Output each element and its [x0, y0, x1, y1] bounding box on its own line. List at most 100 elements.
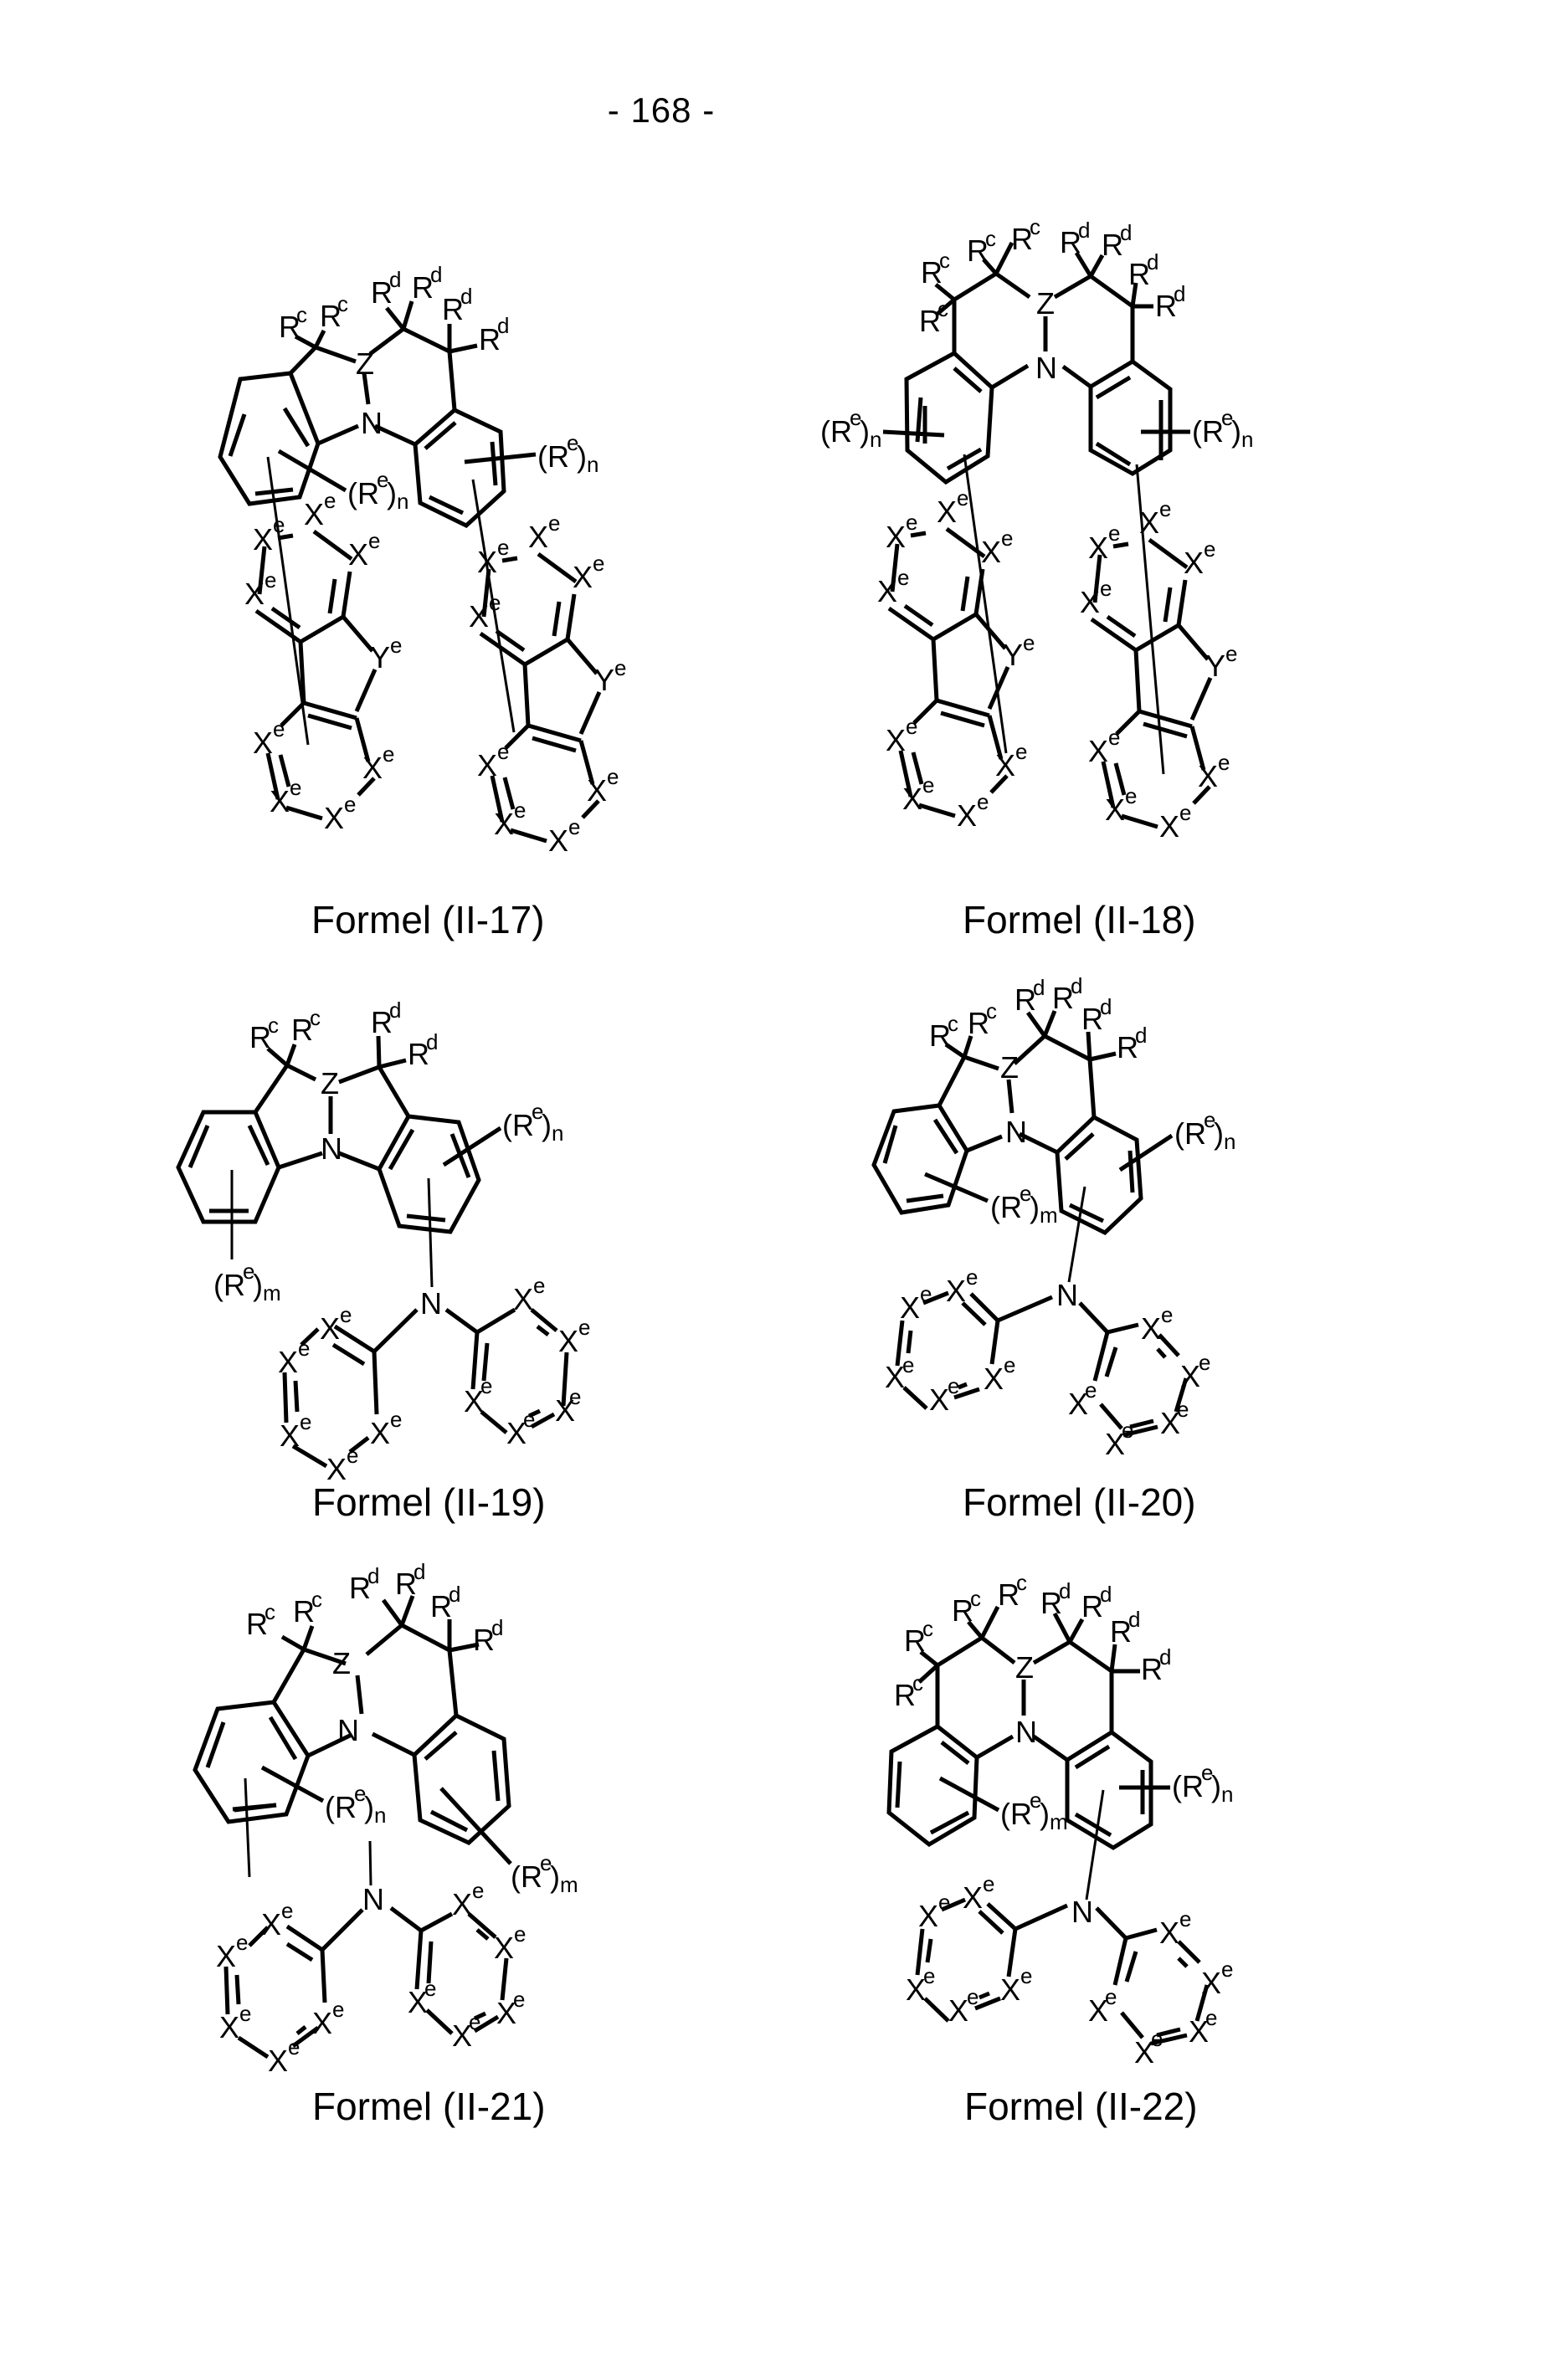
svg-text:d: d — [414, 1559, 425, 1584]
svg-text:X: X — [452, 1887, 472, 1921]
svg-text:(R: (R — [325, 1790, 357, 1824]
svg-text:X: X — [304, 497, 324, 531]
svg-text:R: R — [968, 1006, 989, 1040]
svg-text:X: X — [937, 495, 957, 529]
svg-text:m: m — [560, 1872, 578, 1897]
caption-ii-19: Formel (II-19) — [312, 1480, 546, 1524]
svg-text:e: e — [966, 1264, 978, 1290]
svg-text:X: X — [1105, 792, 1125, 827]
svg-text:R: R — [1060, 225, 1081, 259]
svg-text:X: X — [278, 1345, 298, 1379]
svg-text:e: e — [390, 1407, 402, 1432]
svg-text:e: e — [567, 430, 578, 455]
svg-text:e: e — [480, 1373, 492, 1398]
svg-text:e: e — [607, 764, 619, 789]
svg-text:X: X — [1160, 1406, 1180, 1440]
svg-text:): ) — [253, 1268, 263, 1302]
svg-text:): ) — [387, 476, 397, 510]
svg-text:(R: (R — [502, 1108, 534, 1142]
svg-text:X: X — [948, 1993, 968, 2028]
svg-text:e: e — [568, 814, 580, 839]
svg-text:(R: (R — [1192, 414, 1224, 449]
svg-text:e: e — [390, 633, 402, 658]
svg-text:c: c — [310, 1005, 321, 1030]
svg-text:X: X — [324, 801, 344, 835]
svg-text:R: R — [412, 270, 434, 305]
svg-text:X: X — [918, 1899, 938, 1933]
svg-text:R: R — [1014, 982, 1036, 1017]
svg-text:e: e — [1161, 1302, 1173, 1327]
svg-text:e: e — [1159, 496, 1171, 521]
svg-text:d: d — [426, 1029, 438, 1054]
svg-text:R: R — [473, 1623, 495, 1657]
svg-text:X: X — [219, 2010, 239, 2044]
svg-text:e: e — [1221, 1957, 1233, 1982]
svg-text:X: X — [244, 577, 265, 611]
svg-text:X: X — [1088, 734, 1108, 768]
svg-text:R: R — [293, 1594, 315, 1629]
svg-text:X: X — [1088, 531, 1108, 565]
svg-text:n: n — [1224, 1129, 1235, 1154]
svg-text:e: e — [1125, 783, 1137, 808]
svg-text:e: e — [1020, 1963, 1032, 1988]
svg-text:c: c — [268, 1013, 279, 1038]
svg-text:X: X — [1180, 1359, 1200, 1393]
svg-text:e: e — [1108, 725, 1120, 750]
svg-text:X: X — [902, 782, 922, 816]
svg-text:X: X — [906, 1972, 926, 2007]
caption-ii-17: Formel (II-17) — [311, 898, 545, 941]
svg-text:N: N — [1015, 1715, 1037, 1749]
svg-text:c: c — [337, 291, 348, 316]
svg-text:e: e — [967, 1984, 979, 2009]
svg-text:N: N — [362, 1882, 384, 1916]
svg-text:X: X — [1134, 2035, 1154, 2070]
svg-text:e: e — [902, 1352, 914, 1377]
svg-text:R: R — [904, 1623, 926, 1658]
svg-text:e: e — [533, 1273, 545, 1298]
svg-text:X: X — [1139, 505, 1159, 540]
svg-text:X: X — [326, 1452, 347, 1486]
svg-text:c: c — [1030, 214, 1040, 239]
svg-text:X: X — [469, 599, 489, 633]
svg-text:e: e — [983, 1871, 994, 1896]
svg-text:d: d — [430, 262, 442, 287]
svg-text:X: X — [494, 807, 514, 841]
svg-text:e: e — [523, 1407, 535, 1432]
chemical-structure-ii-18: (Re)n (Re)n Rc Rc Rc Rc Z N Rd Rd Rd Rd — [820, 214, 1253, 844]
svg-text:d: d — [1135, 1023, 1147, 1048]
page-number: - 168 - — [607, 90, 716, 130]
svg-text:d: d — [1128, 1607, 1140, 1632]
svg-text:X: X — [216, 1939, 236, 1973]
svg-text:X: X — [900, 1290, 920, 1325]
svg-text:X: X — [946, 1274, 966, 1308]
svg-text:X: X — [280, 1418, 300, 1453]
svg-text:e: e — [1085, 1377, 1097, 1403]
svg-text:R: R — [371, 275, 393, 310]
svg-text:e: e — [273, 512, 285, 537]
svg-text:e: e — [922, 772, 934, 798]
svg-text:e: e — [1201, 1760, 1213, 1785]
svg-text:R: R — [929, 1018, 951, 1053]
svg-text:c: c — [948, 1011, 958, 1036]
svg-text:R: R — [349, 1571, 371, 1605]
svg-text:e: e — [897, 565, 909, 590]
svg-text:c: c — [1016, 1570, 1027, 1595]
svg-text:e: e — [514, 1921, 526, 1947]
svg-text:d: d — [389, 998, 401, 1023]
svg-text:N: N — [1056, 1278, 1078, 1312]
svg-text:X: X — [513, 1282, 533, 1316]
svg-text:d: d — [497, 313, 509, 338]
svg-text:R: R — [1081, 1002, 1103, 1036]
svg-text:e: e — [1179, 1906, 1191, 1931]
svg-text:m: m — [1050, 1809, 1068, 1834]
svg-text:e: e — [513, 1987, 525, 2012]
svg-text:e: e — [1205, 2005, 1217, 2030]
svg-text:e: e — [383, 741, 394, 767]
svg-text:X: X — [1198, 759, 1218, 793]
svg-text:X: X — [1159, 809, 1179, 844]
